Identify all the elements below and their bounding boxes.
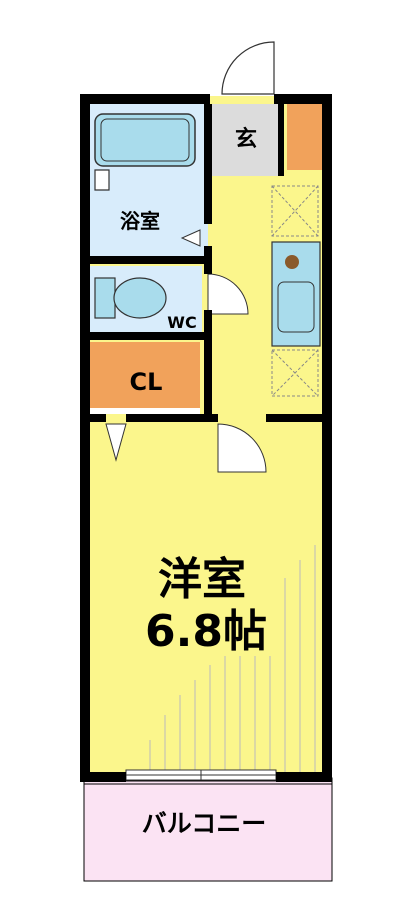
bathtub-icon [94, 113, 196, 191]
balcony-label: バルコニー [142, 809, 267, 838]
toilet-icon [94, 277, 167, 319]
door-swing-icon [180, 229, 201, 247]
cabinet-x-icon [271, 185, 319, 237]
walls [80, 94, 332, 782]
stove-icon [271, 349, 319, 397]
toilet-label: WC [167, 313, 196, 332]
sliding-window-icon [125, 769, 277, 781]
balcony-area [83, 777, 333, 882]
shoe-cabinet [287, 104, 323, 170]
closet-area [90, 342, 200, 408]
western-room-label: 洋室 [158, 554, 246, 605]
entrance-label: 玄 [235, 126, 257, 152]
bathroom-label: 浴室 [120, 209, 160, 233]
closet-label: CL [130, 368, 163, 396]
western-room-size: 6.8帖 [145, 606, 267, 657]
sink-icon [271, 241, 321, 347]
entry-door-swing-icon [221, 41, 275, 95]
entrance-area [210, 104, 278, 176]
